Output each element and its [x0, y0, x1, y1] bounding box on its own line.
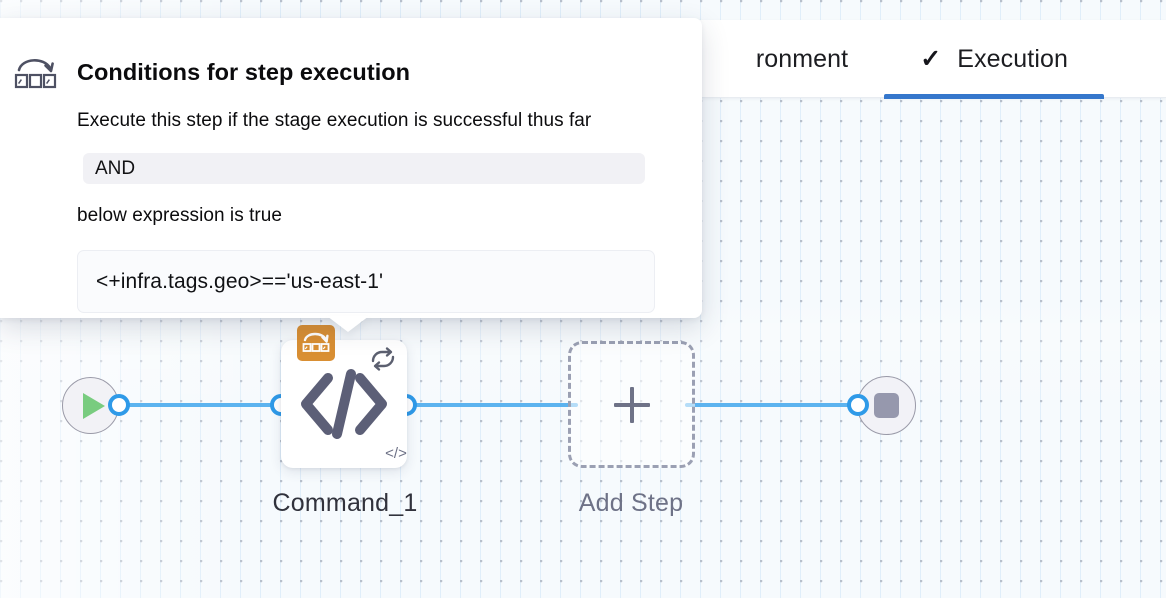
- add-step-label: Add Step: [578, 489, 684, 517]
- expression-caption: below expression is true: [77, 205, 283, 226]
- connector-add-to-end: [685, 403, 860, 407]
- popover-subtitle: Execute this step if the stage execution…: [77, 110, 592, 131]
- conditional-execution-popover: Conditions for step execution Execute th…: [0, 18, 702, 318]
- tab-execution[interactable]: ✓ Execution: [884, 20, 1104, 99]
- add-step-button[interactable]: [568, 341, 695, 468]
- plus-icon: [613, 386, 650, 423]
- code-icon-small: </>: [385, 445, 407, 462]
- tab-environment-label: ronment: [755, 44, 849, 73]
- check-icon: ✓: [920, 44, 942, 73]
- play-icon: [82, 392, 105, 419]
- connector-start-to-step: [119, 403, 291, 407]
- condition-operator-field[interactable]: AND: [83, 153, 645, 184]
- expression-value-field[interactable]: <+infra.tags.geo>=='us-east-1': [77, 250, 655, 313]
- step-label-command-1: Command_1: [272, 489, 418, 517]
- tab-execution-label: Execution: [957, 44, 1068, 73]
- pipeline-tabs: ronment ✓ Execution: [0, 20, 1166, 99]
- popover-arrow: [327, 316, 369, 332]
- stop-icon: [874, 393, 899, 418]
- shell-script-icon: [14, 54, 58, 92]
- retry-loop-icon: [365, 343, 401, 375]
- connector-step-to-add: [406, 403, 578, 407]
- port-start-output[interactable]: [108, 394, 130, 416]
- popover-title: Conditions for step execution: [77, 59, 411, 85]
- port-end-input[interactable]: [847, 394, 869, 416]
- tab-environment[interactable]: ronment: [720, 20, 884, 98]
